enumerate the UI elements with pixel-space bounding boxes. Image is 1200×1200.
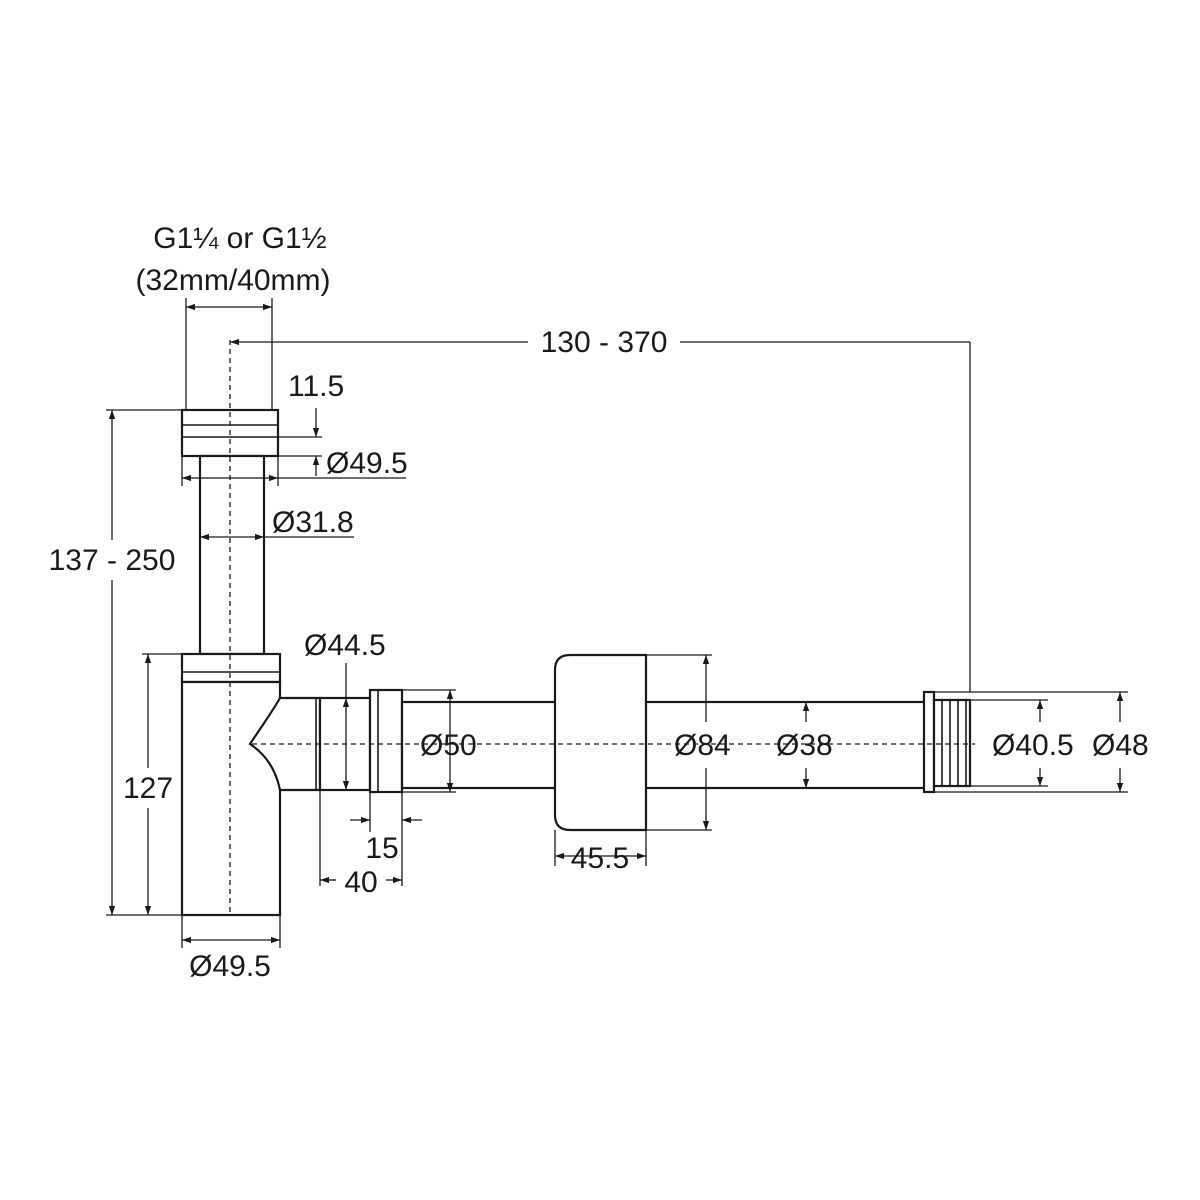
trap-body	[180, 340, 282, 917]
outlet-diameter-label: Ø50	[420, 729, 477, 762]
thread-metric-label: (32mm/40mm)	[135, 264, 330, 297]
thread-size-label: G1¼ or G1½	[153, 222, 326, 255]
flange-diameter-label: Ø84	[674, 729, 731, 762]
wall-rosette	[553, 653, 648, 832]
bottle-diameter-label: Ø49.5	[189, 950, 271, 983]
top-nut-diameter-label: Ø49.5	[326, 447, 408, 480]
pipe-diameter-label: Ø38	[776, 729, 833, 762]
elbow-diameter-label: Ø44.5	[304, 629, 386, 662]
outlet-elbow	[248, 696, 322, 792]
bottle-collar	[180, 652, 282, 684]
outlet-nut	[368, 688, 404, 794]
end-flange-diameter-label: Ø48	[1092, 729, 1149, 762]
dimension-lines	[106, 298, 1128, 948]
outlet-assembly	[248, 653, 975, 832]
tailpiece-diameter-label: Ø31.8	[272, 506, 354, 539]
end-flange	[922, 690, 936, 794]
flange-depth-label: 45.5	[571, 842, 629, 875]
wall-length-label: 130 - 370	[541, 326, 668, 359]
nut-width-label: 15	[365, 832, 398, 865]
tail-pipe	[198, 454, 266, 656]
thread-diameter-label: Ø40.5	[992, 729, 1074, 762]
bottle-height-label: 127	[123, 772, 173, 805]
total-height-label: 137 - 250	[49, 544, 176, 577]
bottle-body	[180, 680, 282, 917]
threaded-end	[932, 698, 972, 788]
nut-height-label: 11.5	[288, 370, 344, 403]
outlet-pipe	[400, 700, 928, 790]
elbow-length-label: 40	[344, 866, 377, 899]
dimension-labels: G1¼ or G1½ (32mm/40mm) 130 - 370 11.5 Ø4…	[49, 222, 1149, 983]
